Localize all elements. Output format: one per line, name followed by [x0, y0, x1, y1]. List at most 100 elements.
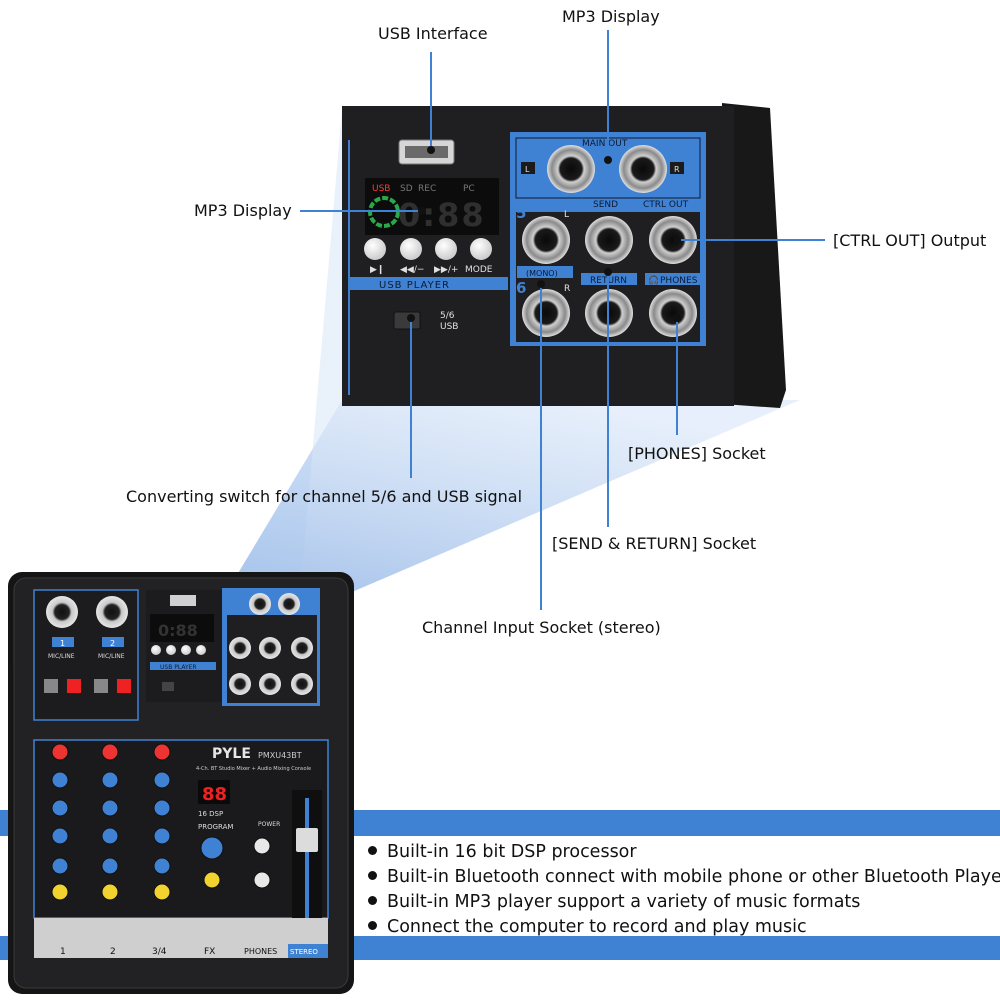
pyle-logo: PYLE [212, 746, 251, 762]
feature-item: Connect the computer to record and play … [368, 915, 1000, 940]
mode-label: MODE [465, 265, 493, 275]
mic-input-2[interactable] [96, 596, 128, 628]
usb-interface-callout: USB Interface [378, 24, 488, 43]
master-knob[interactable] [253, 871, 271, 889]
master-knob[interactable] [253, 837, 271, 855]
power-label: POWER [258, 821, 280, 828]
channel-6-jack[interactable] [522, 289, 570, 337]
svg-text:2: 2 [110, 639, 115, 648]
feature-item: Built-in Bluetooth connect with mobile p… [368, 865, 1000, 890]
svg-text:R: R [564, 284, 570, 294]
svg-text:STEREO: STEREO [290, 948, 318, 956]
svg-text:1: 1 [60, 947, 66, 957]
mini-usb-port[interactable] [170, 595, 196, 606]
master-knob[interactable] [200, 836, 224, 860]
channel-knob[interactable] [101, 883, 119, 901]
bullet-icon [368, 846, 377, 855]
pad-switch-1[interactable] [44, 679, 58, 693]
play-pause-button[interactable] [364, 238, 386, 260]
converting-switch-callout: Converting switch for channel 5/6 and US… [126, 487, 523, 506]
channel-5-jack[interactable] [522, 216, 570, 264]
channel-knob[interactable] [153, 857, 171, 875]
pad-switch-2[interactable] [94, 679, 108, 693]
feature-item: Built-in 16 bit DSP processor [368, 840, 1000, 865]
mono-label: (MONO) [526, 269, 558, 278]
channel-knob[interactable] [51, 771, 69, 789]
channel-knob[interactable] [153, 883, 171, 901]
headphone-icon: 🎧 [648, 274, 659, 286]
svg-text:0:88: 0:88 [158, 621, 198, 640]
mp3-display-callout-left: MP3 Display [194, 201, 292, 220]
next-button[interactable] [435, 238, 457, 260]
usb-player-label: USB PLAYER [379, 280, 450, 291]
ch5-label: 5 [516, 204, 526, 222]
channel-knob[interactable] [51, 857, 69, 875]
channel-knob[interactable] [101, 743, 119, 761]
zoomed-panel: USB SD REC PC 0:88 ▶❙ ◀◀/− ▶▶/+ MODE USB… [342, 103, 786, 408]
switch-56-label: 5/6 [440, 311, 455, 321]
channel-input-callout: Channel Input Socket (stereo) [422, 618, 661, 637]
channel-knob[interactable] [101, 771, 119, 789]
svg-text:MIC/LINE: MIC/LINE [98, 653, 125, 660]
feature-item: Built-in MP3 player support a variety of… [368, 890, 1000, 915]
prev-button[interactable] [400, 238, 422, 260]
dsp-label: 16 DSP [198, 810, 223, 818]
svg-text:FX: FX [204, 947, 215, 957]
phantom-switch-1[interactable] [67, 679, 81, 693]
channel-knob[interactable] [153, 771, 171, 789]
channel-usb-switch[interactable] [393, 311, 421, 330]
svg-text:USB PLAYER: USB PLAYER [160, 664, 197, 671]
ctrl-out-callout: [CTRL OUT] Output [833, 231, 987, 250]
channel-knob[interactable] [51, 743, 69, 761]
channel-knob[interactable] [101, 857, 119, 875]
mic-input-1[interactable] [46, 596, 78, 628]
phones-callout: [PHONES] Socket [628, 444, 766, 463]
svg-text:1: 1 [60, 639, 65, 648]
main-out-right-jack[interactable] [619, 145, 667, 193]
send-return-callout: [SEND & RETURN] Socket [552, 534, 757, 553]
zoom-beam-left [225, 110, 342, 595]
tagline-label: 4-Ch. BT Studio Mixer + Audio Mixing Con… [196, 766, 311, 772]
mode-button[interactable] [470, 238, 492, 260]
svg-text:L: L [525, 165, 530, 174]
play-pause-icon: ▶❙ [370, 265, 384, 275]
ctrl-out-label-top: CTRL OUT [643, 200, 689, 210]
model-label: PMXU43BT [258, 751, 302, 760]
main-out-left-jack[interactable] [547, 145, 595, 193]
channel-knob[interactable] [153, 799, 171, 817]
mp3-display-callout-top: MP3 Display [562, 7, 660, 26]
svg-text:L: L [564, 210, 569, 220]
dsp-display: 88 [202, 784, 227, 805]
master-fader[interactable] [296, 828, 318, 852]
channel-knob[interactable] [51, 883, 69, 901]
switch-usb-label: USB [440, 322, 458, 332]
send-label-top: SEND [593, 200, 618, 210]
display-sd-label: SD [400, 184, 413, 194]
channel-knob[interactable] [51, 799, 69, 817]
bullet-icon [368, 921, 377, 930]
master-knob[interactable] [203, 871, 221, 889]
zoom-beam [225, 400, 800, 595]
svg-text:3/4: 3/4 [152, 947, 167, 957]
channel-knob[interactable] [153, 743, 171, 761]
channel-knob[interactable] [101, 827, 119, 845]
channel-knob[interactable] [51, 827, 69, 845]
program-label: PROGRAM [198, 823, 233, 831]
display-rec-label: REC [418, 184, 436, 194]
phones-jack[interactable] [649, 289, 697, 337]
svg-text:2: 2 [110, 947, 116, 957]
channel-knob[interactable] [153, 827, 171, 845]
display-usb-label: USB [372, 184, 390, 194]
svg-text:R: R [674, 165, 680, 174]
phones-label-panel: PHONES [660, 276, 698, 286]
svg-text:PHONES: PHONES [244, 947, 277, 956]
channel-knob[interactable] [101, 799, 119, 817]
callout-lines [300, 30, 825, 610]
next-icon: ▶▶/+ [434, 265, 458, 275]
usb-player-strip [350, 277, 508, 290]
display-digits: 0:88 [398, 196, 486, 234]
phantom-switch-2[interactable] [117, 679, 131, 693]
feature-list: Built-in 16 bit DSP processor Built-in B… [368, 840, 1000, 940]
send-jack[interactable] [585, 216, 633, 264]
